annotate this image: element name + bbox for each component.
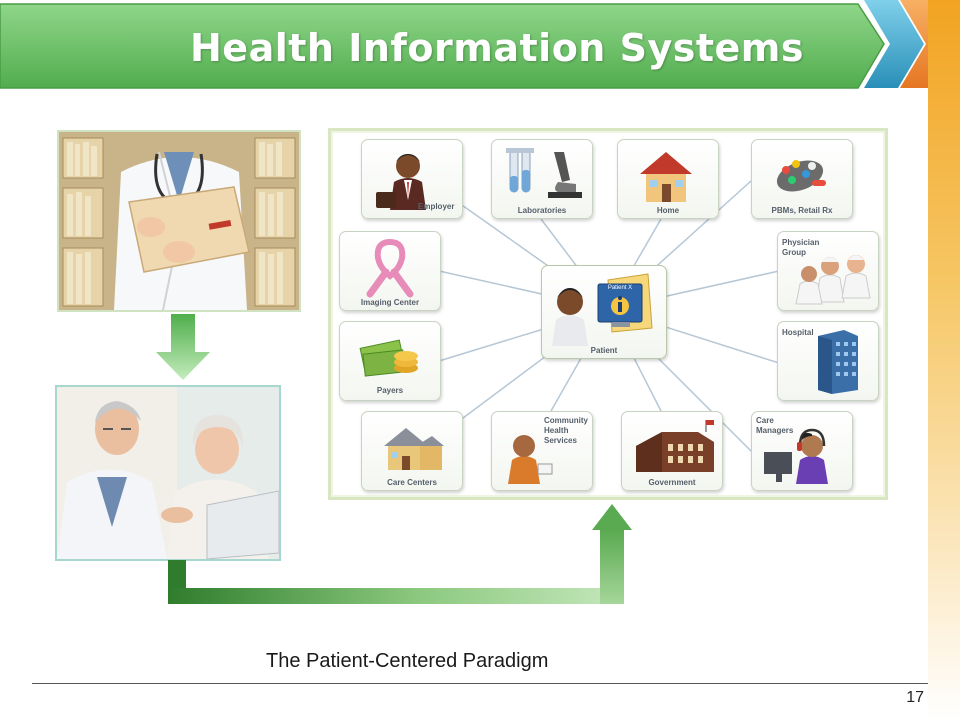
government-building-icon [636, 420, 714, 472]
headset-agent-icon [764, 428, 828, 484]
node-label: Patient [590, 346, 618, 355]
node-label: Care Managers [756, 416, 794, 435]
node-care-managers: Care Managers [751, 411, 853, 491]
node-label: Hospital [782, 328, 814, 337]
node-care-centers: Care Centers [361, 411, 463, 491]
patient-centered-network-diagram: Employer Laboratories Home [328, 128, 888, 500]
patient-computer-icon [552, 273, 653, 346]
node-imaging-center: Imaging Center [339, 231, 441, 311]
node-label: PBMs, Retail Rx [771, 206, 833, 215]
pills-icon [776, 160, 826, 192]
node-label: Care Centers [387, 478, 437, 487]
node-label: Community Health Services [544, 416, 588, 445]
slide-title: Health Information Systems [190, 26, 804, 70]
hospital-building-icon [818, 330, 858, 394]
businessman-icon [376, 154, 426, 210]
care-center-house-icon [384, 428, 444, 470]
doctor-patient-consultation-photo [55, 385, 281, 561]
doctors-group-icon [795, 255, 871, 305]
page-number: 17 [906, 689, 924, 706]
node-label: Imaging Center [360, 298, 420, 307]
title-banner: Health Information Systems [0, 0, 960, 92]
node-label: Employer [418, 202, 455, 211]
house-icon [640, 152, 692, 202]
right-accent-stripe [928, 0, 960, 720]
node-label: Payers [376, 386, 404, 395]
node-label: Government [648, 478, 696, 487]
node-government: Government [621, 411, 723, 491]
nurse-icon [508, 435, 553, 484]
node-employer: Employer [361, 139, 463, 219]
node-label: Physician Group [782, 238, 820, 257]
footer-divider [32, 683, 928, 684]
node-label: Laboratories [517, 206, 567, 215]
microscope-icon [506, 148, 582, 198]
money-icon [359, 339, 418, 377]
doctor-with-records-photo [57, 130, 301, 312]
node-community-health-services: Community Health Services [491, 411, 593, 491]
patient-screen-text: Patient X [607, 285, 633, 291]
down-arrow [156, 314, 210, 380]
node-physician-group: Physician Group [777, 231, 879, 311]
node-laboratories: Laboratories [491, 139, 593, 219]
node-payers: Payers [339, 321, 441, 401]
node-hospital: Hospital [777, 321, 879, 401]
connector-arrow [168, 504, 632, 604]
node-patient-center: Patient X Patient [541, 265, 667, 359]
slide-caption: The Patient-Centered Paradigm [266, 650, 549, 672]
node-home: Home [617, 139, 719, 219]
node-label: Home [656, 206, 680, 215]
pink-ribbon-icon [366, 238, 414, 298]
node-pbms-retail-rx: PBMs, Retail Rx [751, 139, 853, 219]
